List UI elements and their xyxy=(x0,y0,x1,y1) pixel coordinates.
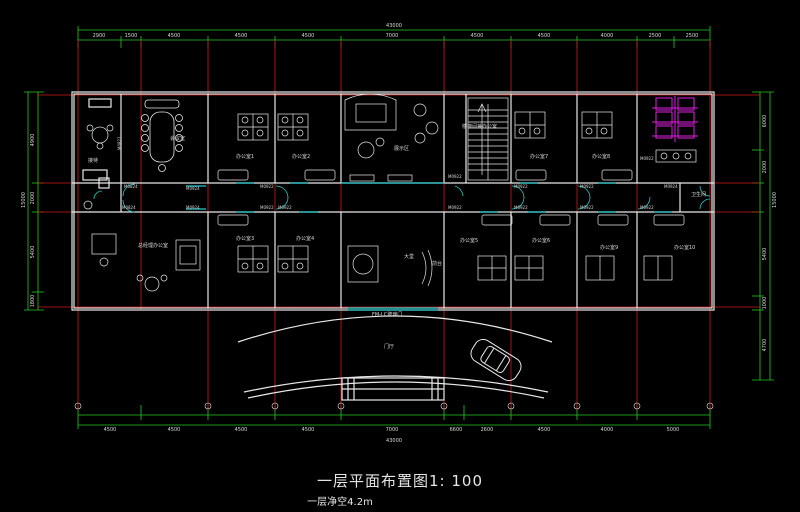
office-furniture xyxy=(83,124,201,292)
room-label-front-desk: 前台 xyxy=(432,260,442,267)
door-tag: M0824 xyxy=(124,184,138,189)
drawing-subtitle: 一层净空4.2m xyxy=(307,497,373,508)
bottom-total-dim: 43000 xyxy=(386,438,402,444)
door-tag: M0922 xyxy=(448,174,462,179)
door-tag: M0924 xyxy=(186,186,200,191)
glass-door-label: FM-LC玻璃门 xyxy=(372,311,402,318)
door-tag: M0922 xyxy=(448,205,462,210)
door-tag: M0924 xyxy=(664,184,678,189)
room-label-entrance: 门厅 xyxy=(384,343,394,350)
left-dim-3: 5400 xyxy=(30,246,36,259)
room-label-meeting: 会议室 xyxy=(170,135,185,142)
room-label-stair-office: 楼梯间兼办公室 xyxy=(462,123,497,130)
right-dim-4: 1000 xyxy=(762,297,768,310)
top-dim-3: 4500 xyxy=(168,33,181,39)
bottom-dim-5: 7000 xyxy=(386,427,399,433)
sink-counter xyxy=(655,149,697,163)
dimension-lines xyxy=(24,26,774,429)
left-dim-2: 2000 xyxy=(30,192,36,205)
room-label-office-10: 办公室10 xyxy=(674,244,695,251)
door-swings xyxy=(93,183,711,213)
room-label-office-7: 办公室7 xyxy=(530,153,548,160)
room-label-toilet: 卫生间 xyxy=(691,191,706,198)
top-dim-1: 2900 xyxy=(93,33,106,39)
bottom-dim-8: 4500 xyxy=(538,427,551,433)
door-tag: M0922 xyxy=(260,205,274,210)
room-label-office-8: 办公室8 xyxy=(592,153,610,160)
left-dim-4: 1800 xyxy=(30,295,36,308)
drawing-title: 一层平面布置图1: 100 xyxy=(317,472,483,490)
top-total-dim: 43000 xyxy=(386,23,402,29)
room-label-gm-office: 总经理办公室 xyxy=(138,242,168,249)
door-tag: M0821 xyxy=(117,136,122,150)
lobby-furniture xyxy=(344,93,439,287)
bottom-dim-1: 4500 xyxy=(104,427,117,433)
door-tag: M0922 xyxy=(580,184,594,189)
top-dim-11: 2500 xyxy=(686,33,699,39)
car-symbol xyxy=(470,338,522,382)
top-dim-10: 2500 xyxy=(649,33,662,39)
room-label-exhibition: 展示区 xyxy=(394,146,409,152)
glass-elements xyxy=(186,182,672,311)
sofas xyxy=(217,169,685,226)
walls xyxy=(71,91,715,311)
workstations xyxy=(237,111,673,281)
room-label-reception: 接待 xyxy=(88,157,98,164)
bottom-dim-3: 4500 xyxy=(235,427,248,433)
staircase xyxy=(467,97,509,181)
room-label-office-1: 办公室1 xyxy=(236,153,254,160)
room-label-office-6: 办公室6 xyxy=(532,237,550,244)
top-dim-6: 7000 xyxy=(386,33,399,39)
door-tag: M0922 xyxy=(260,184,274,189)
right-extra-dim: 4700 xyxy=(762,339,768,352)
bottom-dim-7: 2600 xyxy=(481,427,494,433)
bottom-dim-9: 4000 xyxy=(601,427,614,433)
door-tag: M0922 xyxy=(514,184,528,189)
toilet-fixtures xyxy=(652,96,698,142)
entrance-curves xyxy=(237,315,553,401)
top-dim-7: 4500 xyxy=(471,33,484,39)
top-dim-8: 4500 xyxy=(538,33,551,39)
right-total-dim: 15000 xyxy=(772,192,778,208)
top-dim-5: 4500 xyxy=(302,33,315,39)
right-dim-3: 5400 xyxy=(762,248,768,261)
meeting-table xyxy=(141,99,183,172)
top-dim-2: 1500 xyxy=(125,33,138,39)
door-tag: M0922 xyxy=(278,205,292,210)
bottom-dim-10: 5000 xyxy=(667,427,680,433)
axis-lines xyxy=(38,40,760,410)
door-tag: M0924 xyxy=(186,205,200,210)
room-label-office-5: 办公室5 xyxy=(460,237,478,244)
bottom-dim-2: 4500 xyxy=(168,427,181,433)
bottom-dim-4: 4500 xyxy=(302,427,315,433)
left-dim-1: 4900 xyxy=(30,134,36,147)
axis-bubbles xyxy=(74,402,714,410)
room-label-office-3: 办公室3 xyxy=(236,235,254,242)
room-label-office-4: 办公室4 xyxy=(296,235,314,242)
door-tag: M0922 xyxy=(514,205,528,210)
right-dim-1: 6000 xyxy=(762,115,768,128)
door-tag: M0922 xyxy=(640,205,654,210)
top-dim-9: 4000 xyxy=(601,33,614,39)
room-label-lobby: 大堂 xyxy=(404,253,414,260)
bottom-dim-6: 6600 xyxy=(450,427,463,433)
door-tag: M0824 xyxy=(122,205,136,210)
door-tag: M0922 xyxy=(580,205,594,210)
left-total-dim: 15000 xyxy=(21,192,27,208)
door-tag: M0922 xyxy=(640,156,654,161)
top-dim-4: 4500 xyxy=(235,33,248,39)
right-dim-2: 2000 xyxy=(762,161,768,174)
room-label-office-2: 办公室2 xyxy=(292,153,310,160)
room-label-office-9: 办公室9 xyxy=(600,244,618,251)
